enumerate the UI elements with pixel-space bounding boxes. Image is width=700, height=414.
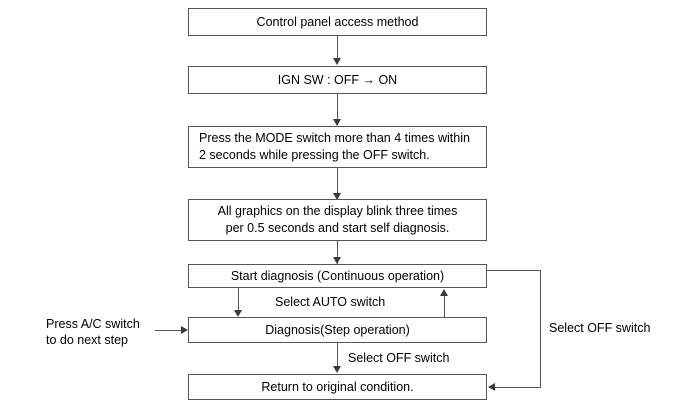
edge-label-press-ac-switch: Press A/C switch to do next step bbox=[46, 317, 140, 347]
connector-1-2 bbox=[337, 36, 338, 61]
arrowhead-down-start-to-step bbox=[234, 310, 242, 317]
loop-right-vertical-segment bbox=[540, 270, 541, 387]
arrowhead-left-loop-into-return bbox=[488, 383, 495, 391]
edge-label-select-auto-switch: Select AUTO switch bbox=[275, 295, 386, 309]
connector-3-4 bbox=[337, 168, 338, 199]
flow-node-ign-sw: IGN SW : OFF → ON bbox=[188, 66, 487, 94]
arrowhead-down-1-2 bbox=[333, 58, 341, 65]
flow-node-label: Press the MODE switch more than 4 times … bbox=[199, 131, 470, 162]
flow-node-all-graphics-blink: All graphics on the display blink three … bbox=[188, 199, 487, 241]
flow-node-label: Return to original condition. bbox=[261, 379, 414, 394]
flow-node-press-mode-switch: Press the MODE switch more than 4 times … bbox=[188, 126, 487, 168]
flow-node-label: Start diagnosis (Continuous operation) bbox=[230, 268, 445, 283]
edge-label-select-off-switch-loop: Select OFF switch bbox=[549, 321, 651, 335]
flow-node-return-original: Return to original condition. bbox=[188, 374, 487, 400]
flow-node-label: IGN SW : OFF → ON bbox=[277, 72, 398, 87]
flow-node-diagnosis-step: Diagnosis(Step operation) bbox=[188, 317, 487, 343]
connector-step-to-return bbox=[337, 343, 338, 367]
connector-4-5 bbox=[337, 241, 338, 264]
flow-node-start-diagnosis: Start diagnosis (Continuous operation) bbox=[188, 264, 487, 288]
flow-node-label: Control panel access method bbox=[256, 14, 419, 29]
loop-right-top-segment bbox=[487, 270, 541, 271]
loop-right-bottom-segment bbox=[495, 387, 541, 388]
flow-node-control-panel-access-method: Control panel access method bbox=[188, 8, 487, 36]
arrowhead-down-4-5 bbox=[333, 257, 341, 264]
edge-label-select-off-switch-step: Select OFF switch bbox=[348, 351, 450, 365]
arrowhead-right-ac-switch bbox=[181, 326, 188, 334]
arrowhead-up-step-to-start bbox=[440, 289, 448, 296]
connector-start-to-step bbox=[238, 288, 239, 312]
connector-ac-switch-into-step bbox=[155, 330, 182, 331]
flow-node-label: Diagnosis(Step operation) bbox=[265, 322, 410, 337]
arrowhead-down-2-3 bbox=[333, 119, 341, 126]
flow-node-label: All graphics on the display blink three … bbox=[217, 204, 458, 235]
arrowhead-down-3-4 bbox=[333, 193, 341, 200]
connector-step-to-start bbox=[444, 295, 445, 317]
arrowhead-down-step-to-return bbox=[333, 366, 341, 373]
connector-2-3 bbox=[337, 94, 338, 125]
